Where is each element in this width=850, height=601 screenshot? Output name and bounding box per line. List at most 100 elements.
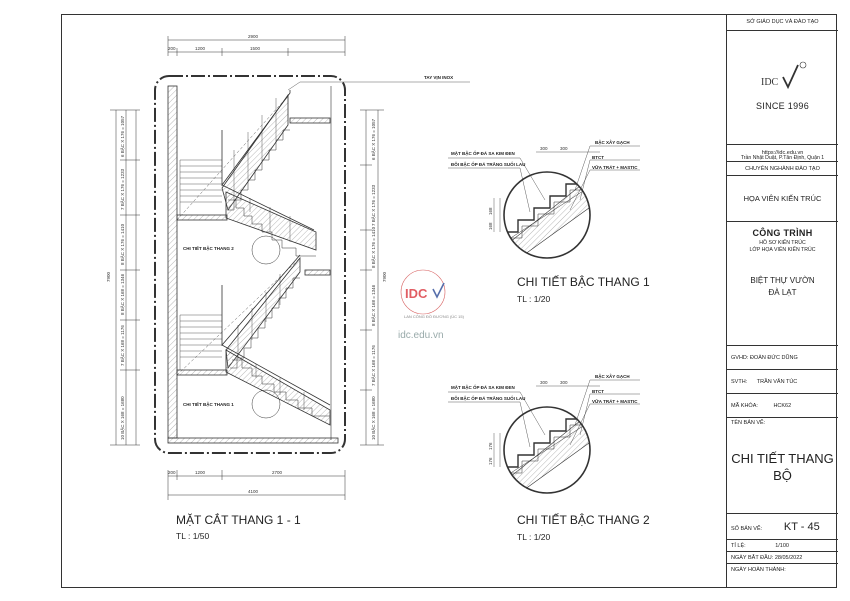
tb-org: SỞ GIÁO DỤC VÀ ĐÀO TẠO (727, 14, 838, 31)
dim-right-5: 10 BẬC X 168 = 1680 (370, 396, 376, 440)
tb-end-label: NGÀY HOÀN THÀNH: (731, 567, 786, 573)
title-block: SỞ GIÁO DỤC VÀ ĐÀO TẠO IDC SINCE 1996 Tr… (726, 14, 838, 588)
tb-end: NGÀY HOÀN THÀNH: (727, 564, 838, 577)
tb-project-line2: LỚP HỌA VIÊN KIẾN TRÚC (749, 247, 816, 253)
flight-top (221, 93, 289, 211)
tb-drawing-no-label: SỐ BẢN VẼ: (731, 526, 763, 532)
dim-height-left: 7900 (106, 271, 111, 282)
tb-drawing-name-2: BỘ (773, 468, 792, 483)
tb-project-heading: CÔNG TRÌNH (752, 228, 813, 238)
tb-svth-label: SVTH: (731, 379, 748, 385)
dim-height-right: 7900 (382, 271, 387, 282)
tb-gvhd: GVHD: ĐOÀN ĐỨC DŨNG (727, 346, 838, 370)
drawing-frame (61, 14, 837, 588)
watermark-site: idc.edu.vn (398, 330, 444, 341)
tb-svth: SVTH: TRẦN VĂN TÚC (727, 370, 838, 394)
landing-top (289, 117, 331, 124)
dim-right-1: 7 BẬC X 176 = 1233 (370, 184, 376, 226)
dim-left-0: 6 BẬC X 176 = 1057 (119, 115, 125, 157)
detail-bubble-1 (251, 389, 281, 419)
d2-note-c: BẬC XÂY GẠCH (595, 374, 630, 379)
tb-major: HỌA VIÊN KIẾN TRÚC (727, 176, 838, 222)
d2-note-a: MẶT BẬC ỐP ĐÁ SA KIM ĐEN (451, 385, 515, 390)
detail-2-scale: TL : 1/20 (517, 532, 551, 542)
tb-svth-value: TRẦN VĂN TÚC (756, 379, 798, 385)
d1-note-b: ĐÔI BẬC ỐP ĐÁ TRẮNG SUỐI LAU (451, 162, 526, 167)
detail-1-title: CHI TIẾT BẬC THANG 1 (517, 275, 650, 289)
d2-dim-c: 176 (488, 442, 493, 450)
d1-note-a: MẶT BẬC ỐP ĐÁ SA KIM ĐEN (451, 151, 515, 156)
tb-website: https://idc.edu.vn (727, 145, 838, 162)
dim-right-3: 8 BẬC X 168 = 1346 (370, 284, 376, 326)
d1-note-e: VỮA TRÁT + MASTIC (592, 165, 638, 170)
tb-project-name-1: BIỆT THỰ VƯỜN (750, 276, 815, 285)
tb-makhoa-value: HCK62 (773, 403, 792, 409)
detail-2-title: CHI TIẾT BẬC THANG 2 (517, 513, 650, 527)
tb-start-label: NGÀY BẮT ĐẦU: (731, 555, 774, 561)
tb-drawing-no: SỐ BẢN VẼ: KT - 45 (727, 514, 838, 540)
tb-project-cell: CÔNG TRÌNH HỒ SƠ KIẾN TRÚC LỚP HỌA VIÊN … (727, 222, 838, 346)
tb-drawing-name-1: CHI TIẾT THANG (731, 451, 834, 466)
detail-1-drawing (448, 145, 640, 259)
dim-right-2: 8 BẬC X 176 = 1410 (370, 226, 376, 268)
watermark-logo: IDC (400, 269, 446, 315)
detail-1-circle (503, 171, 591, 259)
d1-note-d: BTCT (592, 155, 604, 160)
watermark-caption: LAN CÔNG ĐỒ ĐƯƠNG (ÚC 15) (404, 314, 464, 319)
dim-right-4: 7 BẬC X 168 = 1176 (370, 345, 376, 386)
dim-right-0: 6 BẬC X 176 = 1057 (370, 118, 376, 160)
flight-3 (225, 256, 301, 370)
tb-address: Trần Nhật Duật, P.Tân Định, Quận 1 (740, 155, 825, 161)
tb-gvhd-value: ĐOÀN ĐỨC DŨNG (749, 355, 798, 361)
tb-project-line1: HỒ SƠ KIẾN TRÚC (759, 240, 806, 246)
d2-note-d: BTCT (592, 389, 604, 394)
dim-left-5: 10 BẬC X 168 = 1680 (119, 396, 125, 440)
dim-left-4: 7 BẬC X 168 = 1176 (119, 325, 125, 366)
d1-dim-b: 300 (560, 146, 568, 151)
tb-logo-text: IDC (761, 77, 779, 88)
tb-scale-value: 1/100 (775, 543, 789, 549)
detail-2-drawing (448, 379, 640, 494)
dim-bot-a: 200 (168, 470, 176, 475)
d1-dim-d: 168 (488, 222, 493, 230)
tb-department: CHUYÊN NGHÀNH ĐÀO TẠO (727, 162, 838, 176)
d2-note-b: ĐÔI BẬC ỐP ĐÁ TRẮNG SUỐI LAU (451, 396, 526, 401)
tb-project-name-2: ĐÀ LẠT (768, 288, 797, 297)
dim-left-1: 7 BẬC X 176 = 1233 (119, 168, 125, 210)
tb-since: SINCE 1996 (755, 101, 810, 111)
tb-scale: TỈ LỆ: 1/100 (727, 540, 838, 552)
section-title: MẶT CẮT THANG 1 - 1 (176, 513, 301, 527)
flight-2 (225, 191, 317, 251)
detail-1-scale: TL : 1/20 (517, 294, 551, 304)
d2-note-e: VỮA TRÁT + MASTIC (592, 399, 638, 404)
tb-drawing-no-value: KT - 45 (783, 521, 820, 533)
flight-4 (225, 349, 331, 426)
section-boundary (154, 75, 346, 454)
dim-bot-b: 1200 (195, 470, 206, 475)
tb-scale-label: TỈ LỆ: (731, 543, 746, 549)
detail-ref-1: CHI TIẾT BẬC THANG 1 (183, 402, 234, 407)
tb-drawing-name-cell: TÊN BẢN VẼ: CHI TIẾT THANG BỘ (727, 418, 838, 514)
tb-makhoa: MÃ KHÓA: HCK62 (727, 394, 838, 418)
detail-2-circle (503, 406, 591, 494)
ground-slab (167, 437, 339, 444)
left-wall (167, 85, 178, 439)
tb-gvhd-label: GVHD: (731, 355, 749, 361)
dim-top-total: 2900 (248, 34, 259, 39)
tb-drawing-name-label: TÊN BẢN VẼ: (731, 420, 766, 426)
d2-dim-b: 300 (560, 380, 568, 385)
dim-bot-total: 4100 (248, 489, 259, 494)
dim-top-b: 1200 (195, 46, 206, 51)
tb-logo: IDC SINCE 1996 (727, 59, 838, 129)
landing-3 (176, 369, 228, 376)
dim-bot-c: 2700 (272, 470, 283, 475)
tb-logo-cell: IDC SINCE 1996 Trần Nhật Duật, P.Tân Địn… (727, 31, 838, 161)
tb-logo-mark: IDC (761, 61, 807, 90)
note-handrail: TAY VỊN INOX (424, 75, 454, 80)
tb-makhoa-label: MÃ KHÓA: (731, 403, 758, 409)
dim-left-3: 8 BẬC X 168 = 1346 (119, 273, 125, 315)
tb-start: NGÀY BẮT ĐẦU: 28/05/2022 (727, 552, 838, 564)
detail-ref-2: CHI TIẾT BẬC THANG 2 (183, 246, 234, 251)
